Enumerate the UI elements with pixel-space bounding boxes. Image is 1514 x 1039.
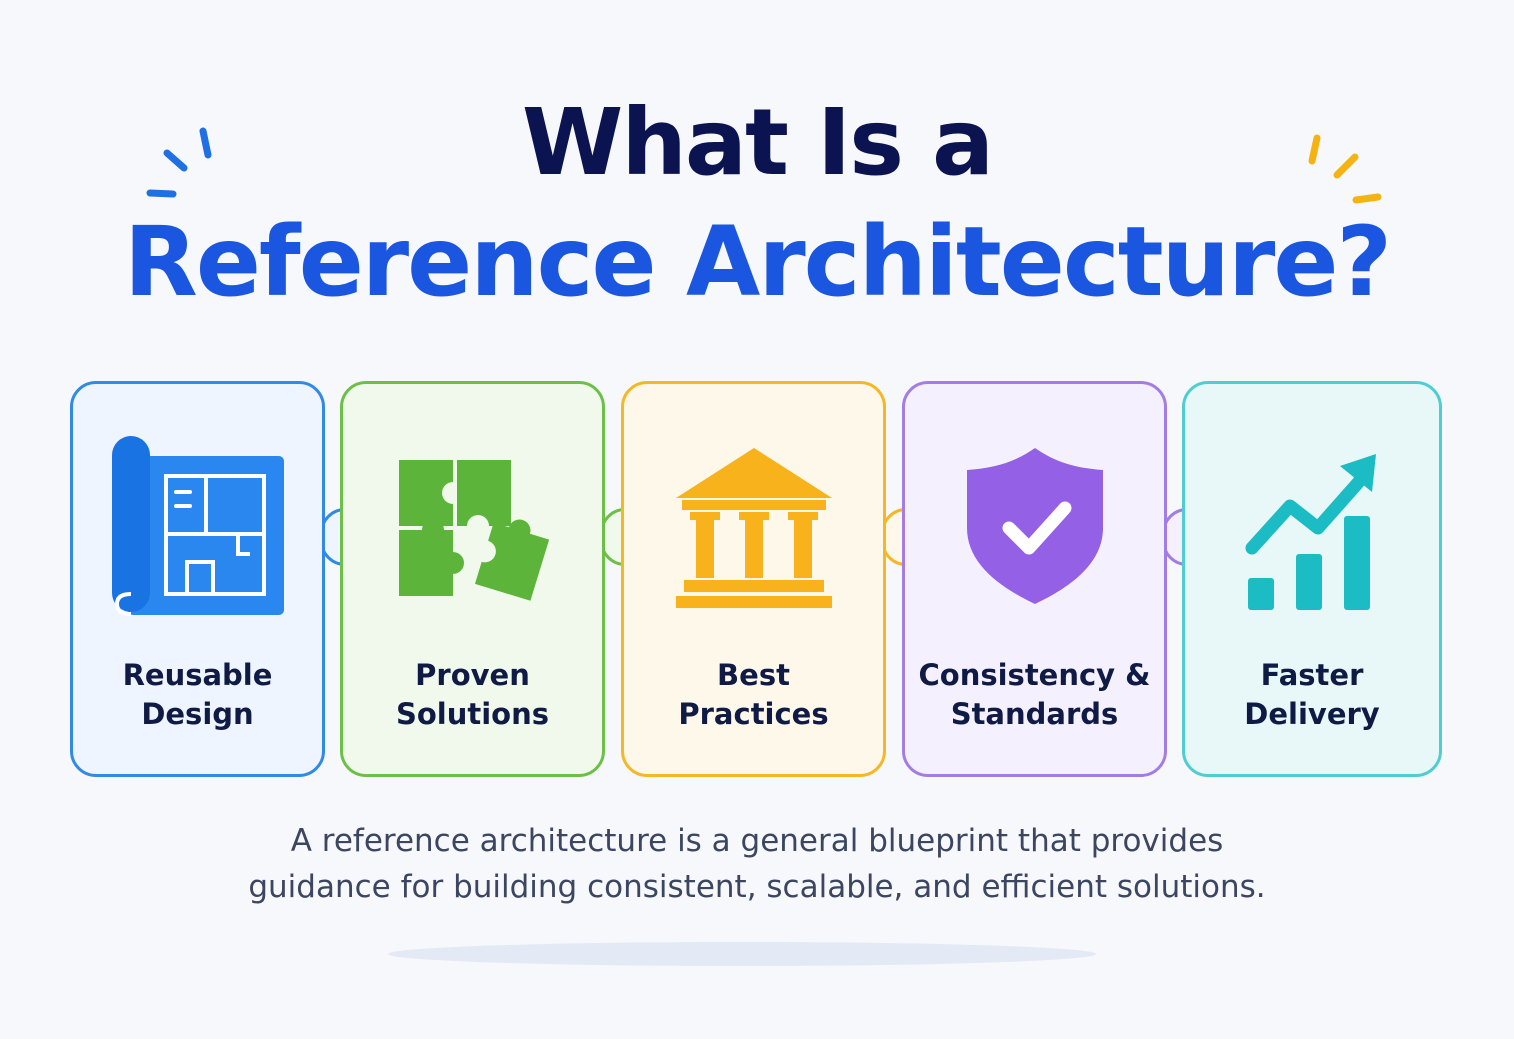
growth-chart-icon	[1245, 454, 1376, 610]
card-faster-delivery: Faster Delivery	[1182, 381, 1442, 777]
description: A reference architecture is a general bl…	[248, 823, 1266, 905]
puzzle-icon	[398, 460, 549, 601]
page-title-line1: What Is a	[521, 89, 994, 196]
decorative-shadow	[388, 942, 1096, 966]
card-label: Faster Delivery	[1244, 658, 1380, 731]
card-proven-solutions: Proven Solutions	[340, 381, 605, 777]
institution-icon	[675, 448, 832, 608]
card-consistency-standards: Consistency & Standards	[902, 381, 1167, 777]
page-title-line2: Reference Architecture?	[123, 206, 1392, 318]
right-sparkle-icon	[1308, 134, 1382, 204]
card-label: Proven Solutions	[395, 658, 550, 731]
shield-check-icon	[966, 448, 1103, 604]
blueprint-icon	[111, 436, 284, 616]
card-label: Reusable Design	[122, 658, 273, 731]
card-best-practices: Best Practices	[621, 381, 886, 777]
card-reusable-design: Reusable Design	[70, 381, 325, 777]
card-label: Best Practices	[678, 658, 829, 731]
left-sparkle-icon	[146, 127, 212, 198]
card-label: Consistency & Standards	[918, 658, 1151, 731]
